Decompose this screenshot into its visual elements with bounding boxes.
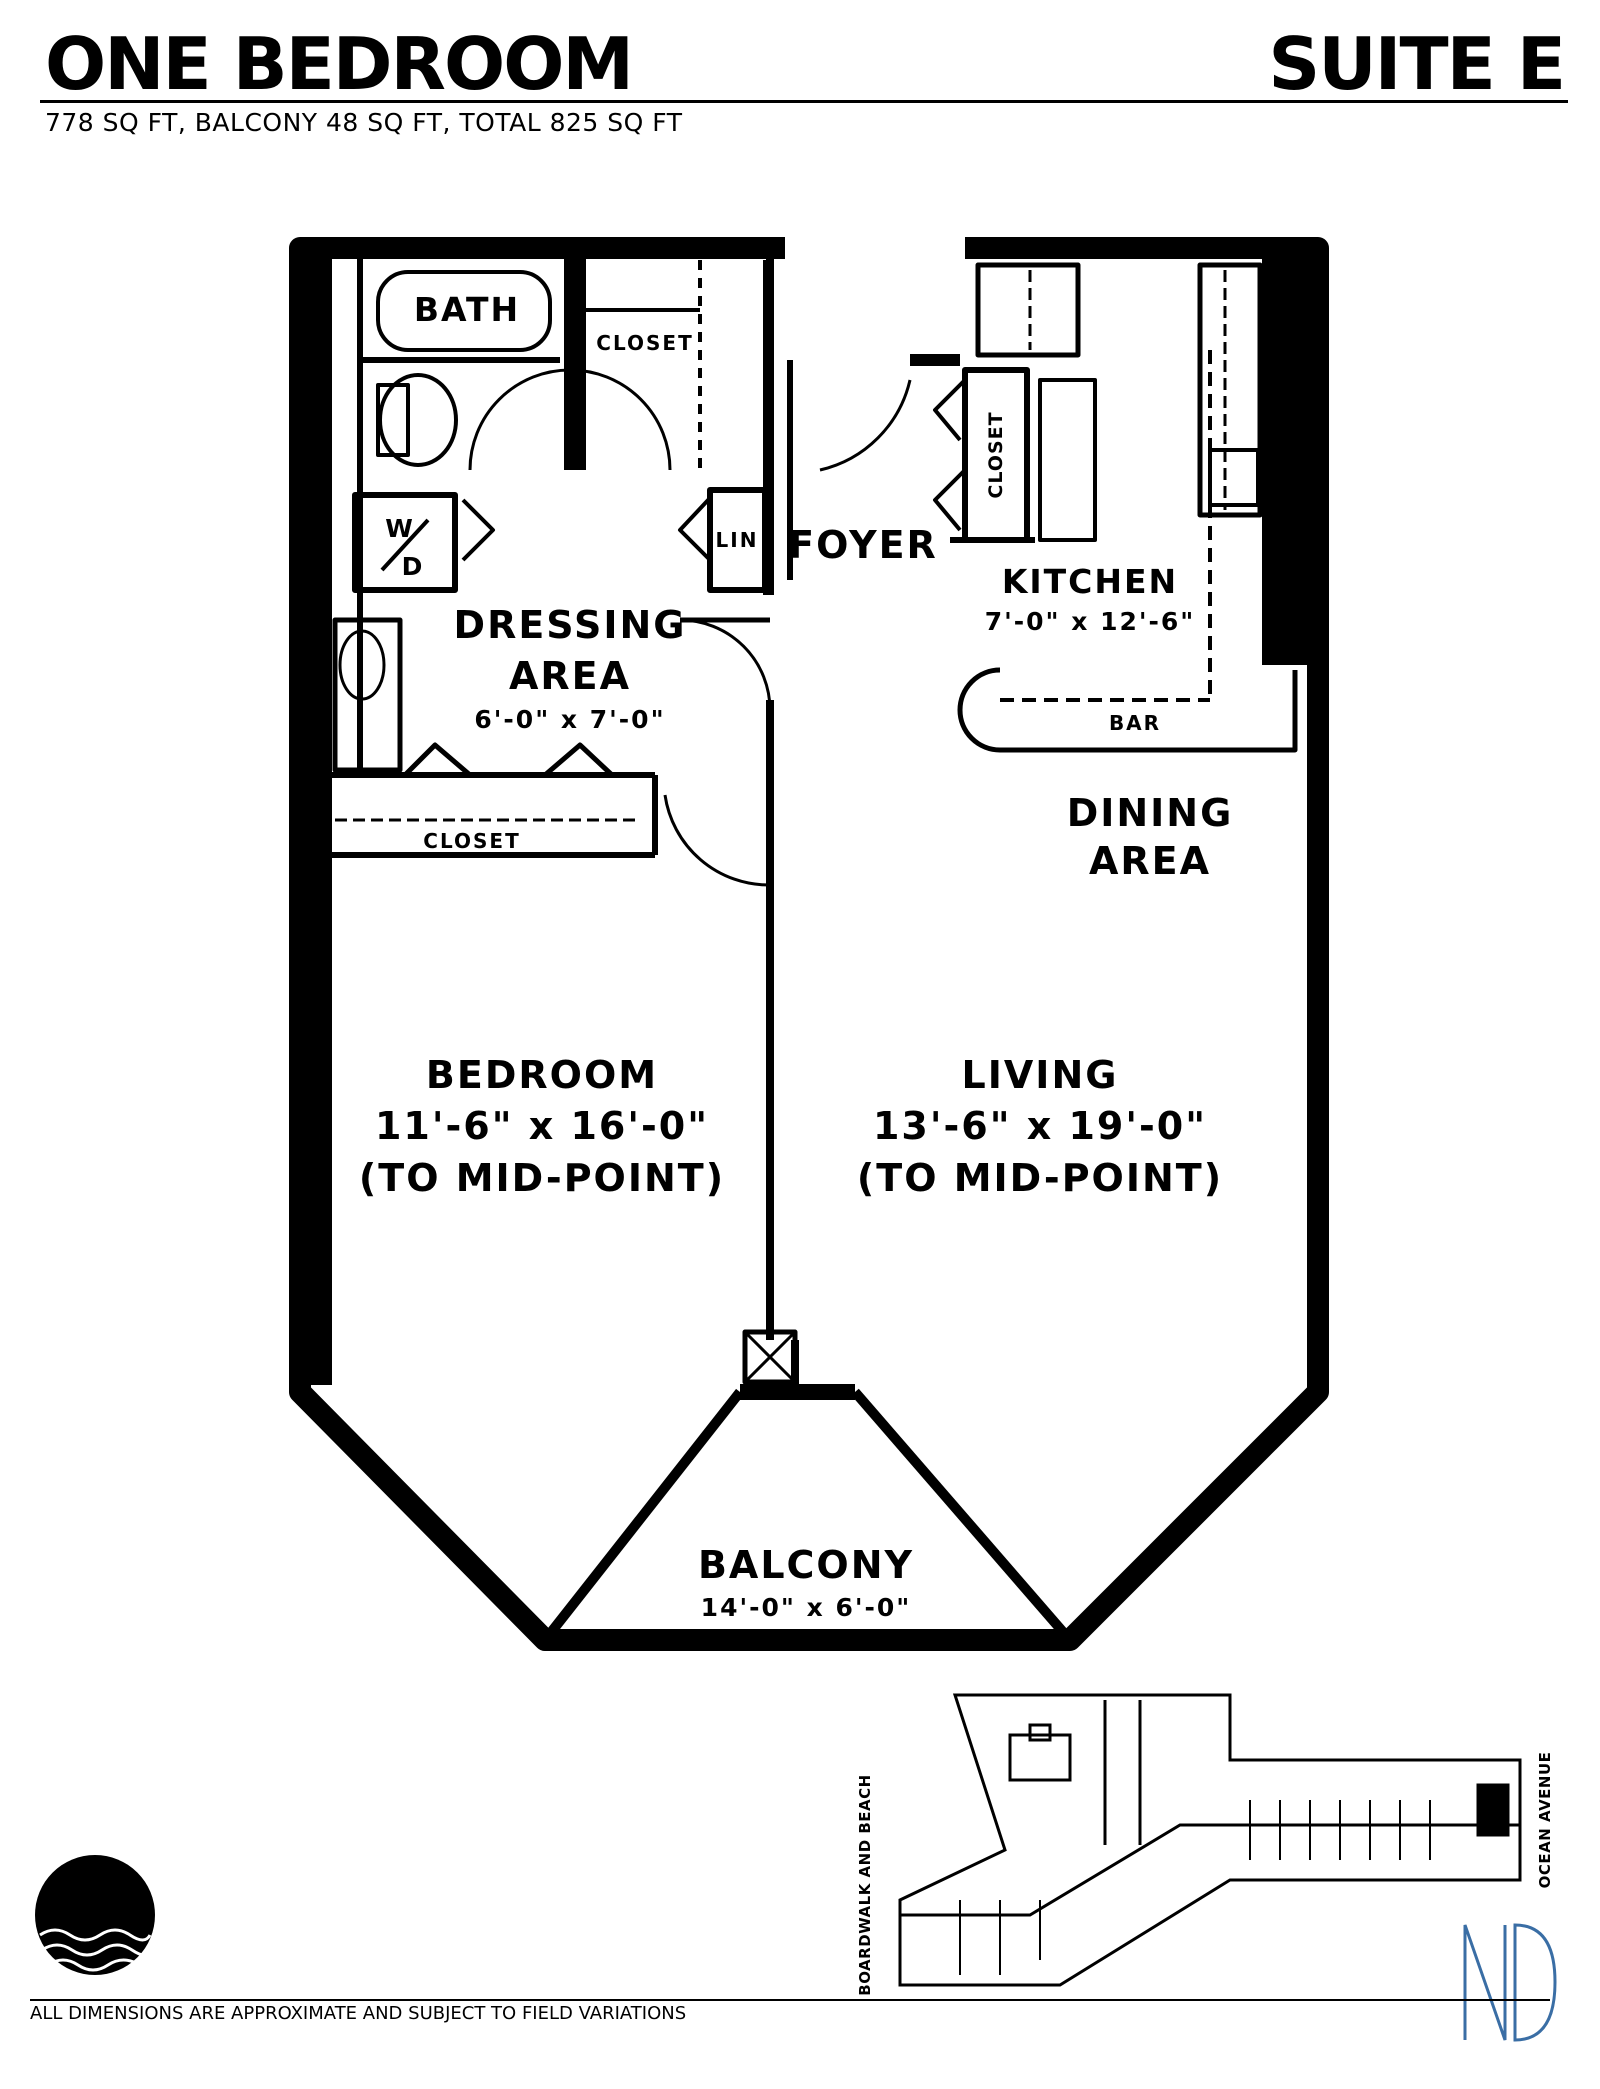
bar-label: BAR bbox=[1108, 711, 1162, 735]
linen-label: LIN bbox=[715, 528, 759, 552]
living-outer-wall bbox=[795, 237, 1329, 1651]
bedroom-outer-wall bbox=[289, 237, 795, 1651]
bath-label: BATH bbox=[413, 290, 521, 329]
foyer-label: FOYER bbox=[788, 523, 938, 567]
header-divider bbox=[40, 100, 1568, 103]
ocean-waves-logo-icon bbox=[35, 1855, 155, 1975]
bath-closet-label: CLOSET bbox=[596, 331, 694, 355]
suite-label: SUITE E bbox=[1268, 22, 1566, 106]
building-location-plan bbox=[898, 1693, 1522, 1987]
nd-monogram-icon bbox=[1463, 1923, 1557, 2042]
foyer-closet-label: CLOSET bbox=[985, 411, 1007, 499]
dimensions-disclaimer: ALL DIMENSIONS ARE APPROXIMATE AND SUBJE… bbox=[30, 2003, 687, 2024]
page-title: ONE BEDROOM bbox=[45, 22, 634, 106]
area-summary: 778 SQ FT, BALCONY 48 SQ FT, TOTAL 825 S… bbox=[45, 108, 683, 137]
ocean-avenue-street-label: OCEAN AVENUE bbox=[1536, 1751, 1554, 1889]
boardwalk-street-label: BOARDWALK AND BEACH bbox=[856, 1774, 874, 1996]
dressing-closet-label: CLOSET bbox=[423, 829, 521, 853]
footer-divider bbox=[30, 1999, 1550, 2001]
